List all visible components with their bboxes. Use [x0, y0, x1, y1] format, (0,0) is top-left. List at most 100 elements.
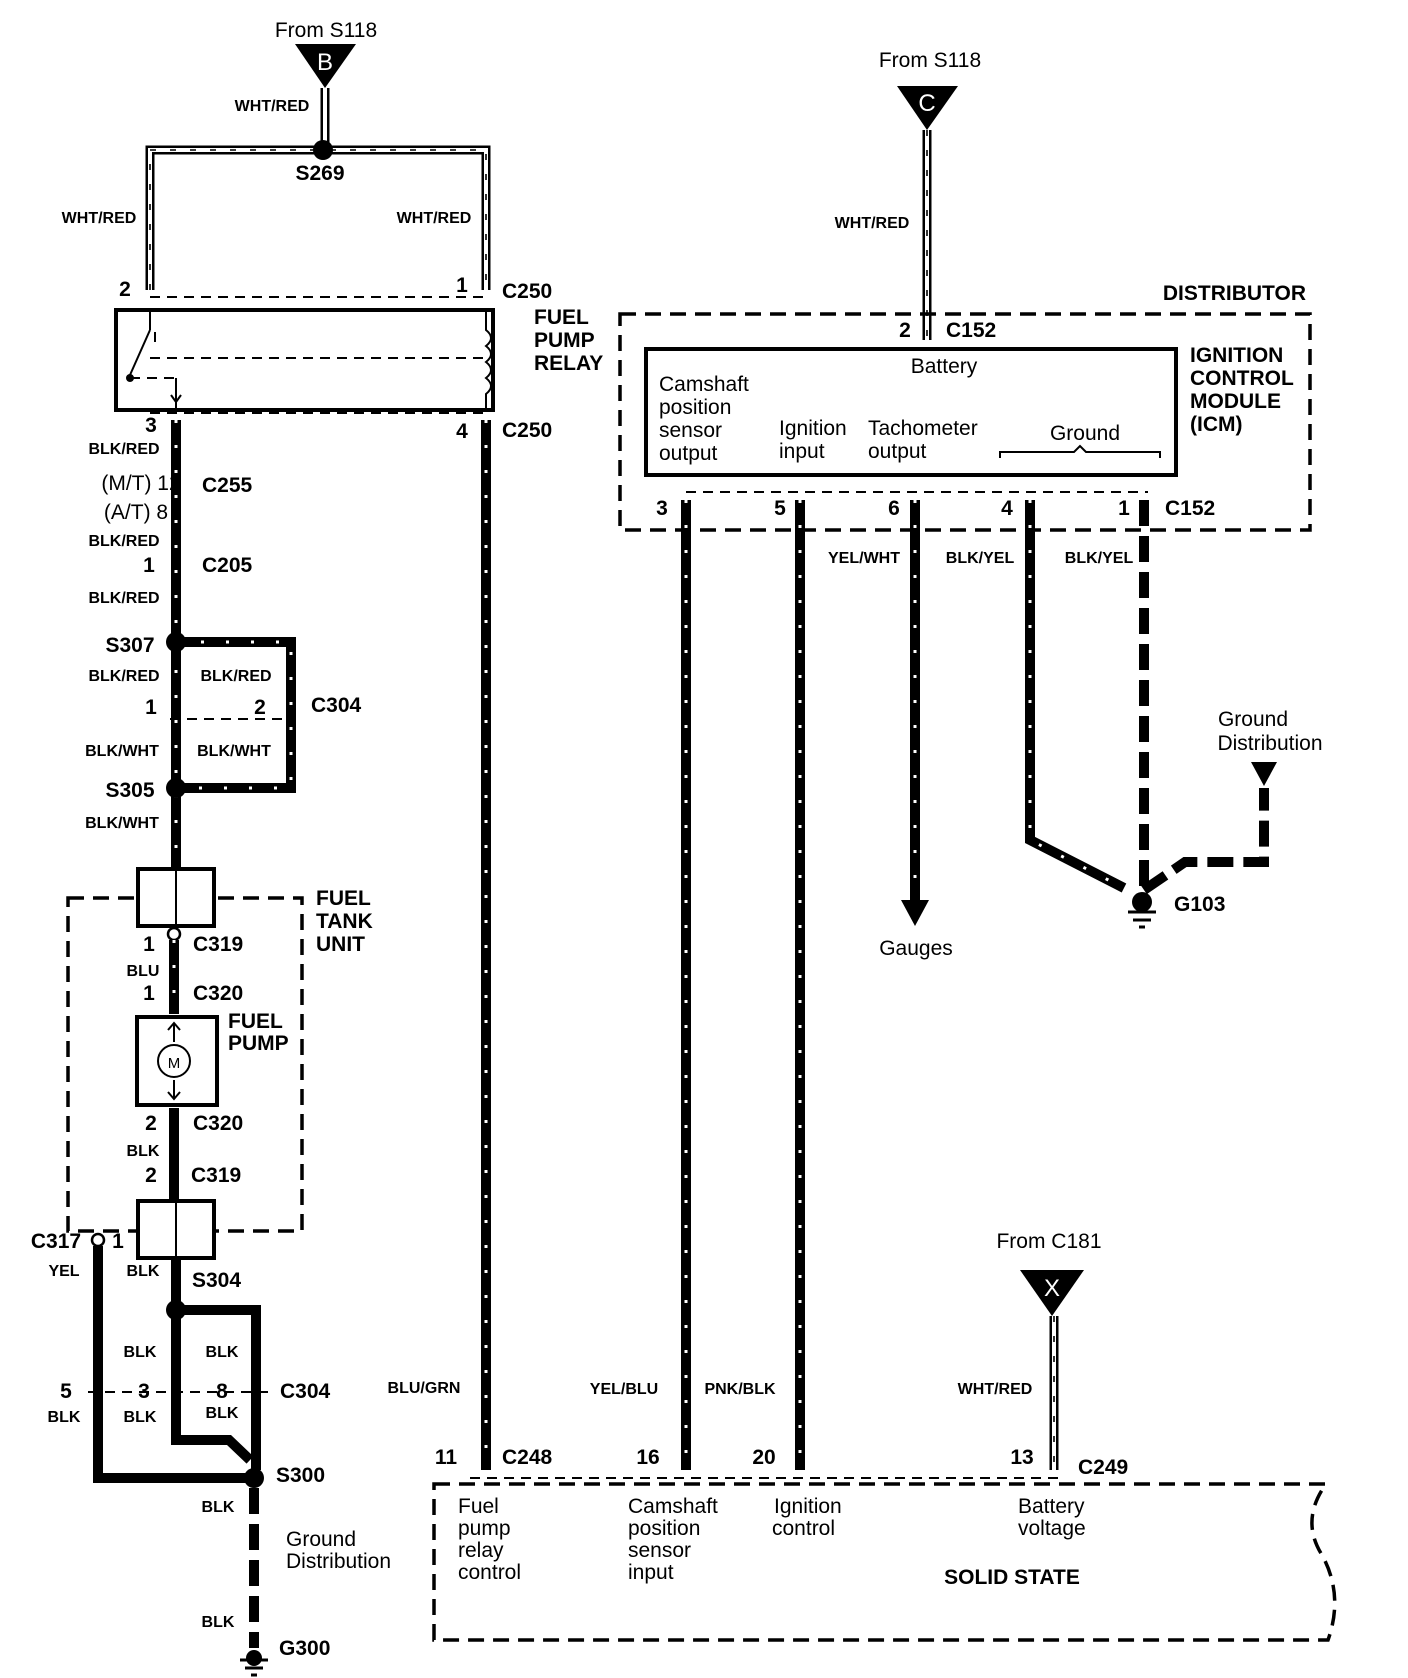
wire-label-blk: BLK [124, 1409, 157, 1426]
splice-s269-dot [313, 140, 333, 160]
ecm-terminal-batt-1: Battery [1018, 1495, 1085, 1518]
connector-c250-bottom: C250 [502, 419, 552, 442]
connector-c152-top: C152 [946, 319, 996, 342]
pin-label: 2 [145, 1164, 157, 1187]
wire-label-blk: BLK [206, 1405, 239, 1422]
blk-red-wire-chain [166, 420, 296, 869]
feed-b: From S118 B WHT/RED [235, 19, 377, 115]
pin-label: 16 [636, 1446, 659, 1469]
wire-label-blk: BLK [202, 1499, 235, 1516]
pin-label-mt: (M/T) 12 [101, 472, 180, 495]
icm-terminal-tach-2: output [868, 440, 927, 463]
pin-label: 2 [119, 278, 131, 301]
feed-c-letter: C [918, 90, 935, 117]
icm-terminal-cam-4: output [659, 442, 718, 465]
splice-s300-label: S300 [276, 1464, 325, 1487]
icm-terminal-ground: Ground [1050, 422, 1120, 445]
connector-c249: C249 [1078, 1456, 1128, 1479]
wire-label-blk: BLK [127, 1143, 160, 1160]
ecm-terminal-batt-2: voltage [1018, 1517, 1086, 1540]
pin-label: 2 [899, 319, 911, 342]
feed-x-source: From C181 [996, 1230, 1101, 1253]
wire-label-blk-red: BLK/RED [88, 441, 159, 458]
pin-label: 1 [143, 554, 155, 577]
pin-label: 4 [456, 420, 468, 443]
relay-name-3: RELAY [534, 352, 603, 375]
wire-label-blk-red: BLK/RED [88, 590, 159, 607]
pin-label-at: (A/T) 8 [104, 501, 168, 524]
wire-label-yel: YEL [48, 1263, 79, 1280]
connector-c317: C317 [31, 1230, 81, 1253]
ground-g300-label: G300 [279, 1637, 330, 1660]
connector-c304-upper: C304 [311, 694, 362, 717]
fuel-pump-name-2: PUMP [228, 1032, 289, 1055]
distributor [618, 312, 1312, 532]
connector-c320-lower: C320 [193, 1112, 243, 1135]
pin-label: 2 [254, 696, 266, 719]
pin-label: 6 [888, 497, 900, 520]
splice-s307-label: S307 [105, 634, 154, 657]
distributor-label: DISTRIBUTOR [1163, 282, 1306, 305]
feed-b-letter: B [317, 49, 333, 76]
icm-terminal-ign-1: Ignition [779, 417, 847, 440]
icm-output-wires [681, 500, 1277, 1470]
icm-terminal-battery: Battery [911, 355, 978, 378]
destination-gauges: Gauges [879, 937, 953, 960]
pin-label: 8 [216, 1380, 228, 1403]
solid-state-ecm [432, 1477, 1337, 1642]
ecm-terminal-cam-4: input [628, 1561, 674, 1584]
feed-b-triangle [295, 44, 356, 88]
feed-b-wire-label: WHT/RED [235, 98, 310, 115]
connector-c205: C205 [202, 554, 253, 577]
splice-s304-dot [166, 1300, 186, 1320]
pin-label: 1 [1118, 497, 1130, 520]
splice-s307-dot [166, 632, 186, 652]
tank-unit-name-1: FUEL [316, 887, 371, 910]
wire-label-yel-wht: YEL/WHT [828, 550, 900, 567]
pin-label: 4 [1001, 497, 1013, 520]
icm-title-3: MODULE [1190, 390, 1281, 413]
tank-unit-name-2: TANK [316, 910, 373, 933]
icm-terminal-cam-3: sensor [659, 419, 722, 442]
connector-c320-upper: C320 [193, 982, 243, 1005]
pin-label: 13 [1010, 1446, 1033, 1469]
wire-label-pnk-blk: PNK/BLK [704, 1381, 776, 1398]
splice-s305-dot [166, 778, 186, 798]
wire-label-wht-red-left: WHT/RED [62, 210, 137, 227]
fuel-pump-motor: M [168, 1055, 181, 1072]
wire-label-blu: BLU [127, 963, 160, 980]
ground-distribution-right-1: Ground [1218, 708, 1288, 731]
icm-terminal-tach-1: Tachometer [868, 417, 978, 440]
wire-label-blk-wht: BLK/WHT [85, 815, 159, 832]
icm-terminal-cam-2: position [659, 396, 731, 419]
ecm-terminal-relay-1: Fuel [458, 1495, 499, 1518]
wire-label-blk-yel: BLK/YEL [1065, 550, 1134, 567]
feed-x: From C181 X [996, 1230, 1102, 1470]
ecm-terminal-cam-3: sensor [628, 1539, 691, 1562]
wire-label-blk: BLK [127, 1263, 160, 1280]
splice-s300-dot [244, 1468, 264, 1488]
connector-c250-top: C250 [502, 280, 552, 303]
pin-label: 3 [138, 1380, 150, 1403]
connector-c248: C248 [502, 1446, 553, 1469]
pin-label: 20 [752, 1446, 775, 1469]
ecm-terminal-relay-3: relay [458, 1539, 504, 1562]
wire-label-blk-wht: BLK/WHT [85, 743, 159, 760]
ecm-terminal-cam-2: position [628, 1517, 700, 1540]
pin-label: 3 [145, 414, 157, 437]
feed-x-letter: X [1044, 1275, 1060, 1302]
splice-s305-label: S305 [105, 779, 154, 802]
icm-title-1: IGNITION [1190, 344, 1283, 367]
wire-label-blk: BLK [124, 1344, 157, 1361]
pin-label: 5 [60, 1380, 72, 1403]
feed-c: From S118 C [879, 49, 981, 340]
tank-unit-name-3: UNIT [316, 933, 365, 956]
relay-name-1: FUEL [534, 306, 589, 329]
splice-s304-label: S304 [192, 1269, 241, 1292]
ecm-terminal-relay-2: pump [458, 1517, 511, 1540]
connector-c319-lower: C319 [191, 1164, 241, 1187]
pin-label: 1 [456, 274, 468, 297]
feed-b-source: From S118 [275, 19, 377, 42]
ground-distribution-left-1: Ground [286, 1528, 356, 1551]
